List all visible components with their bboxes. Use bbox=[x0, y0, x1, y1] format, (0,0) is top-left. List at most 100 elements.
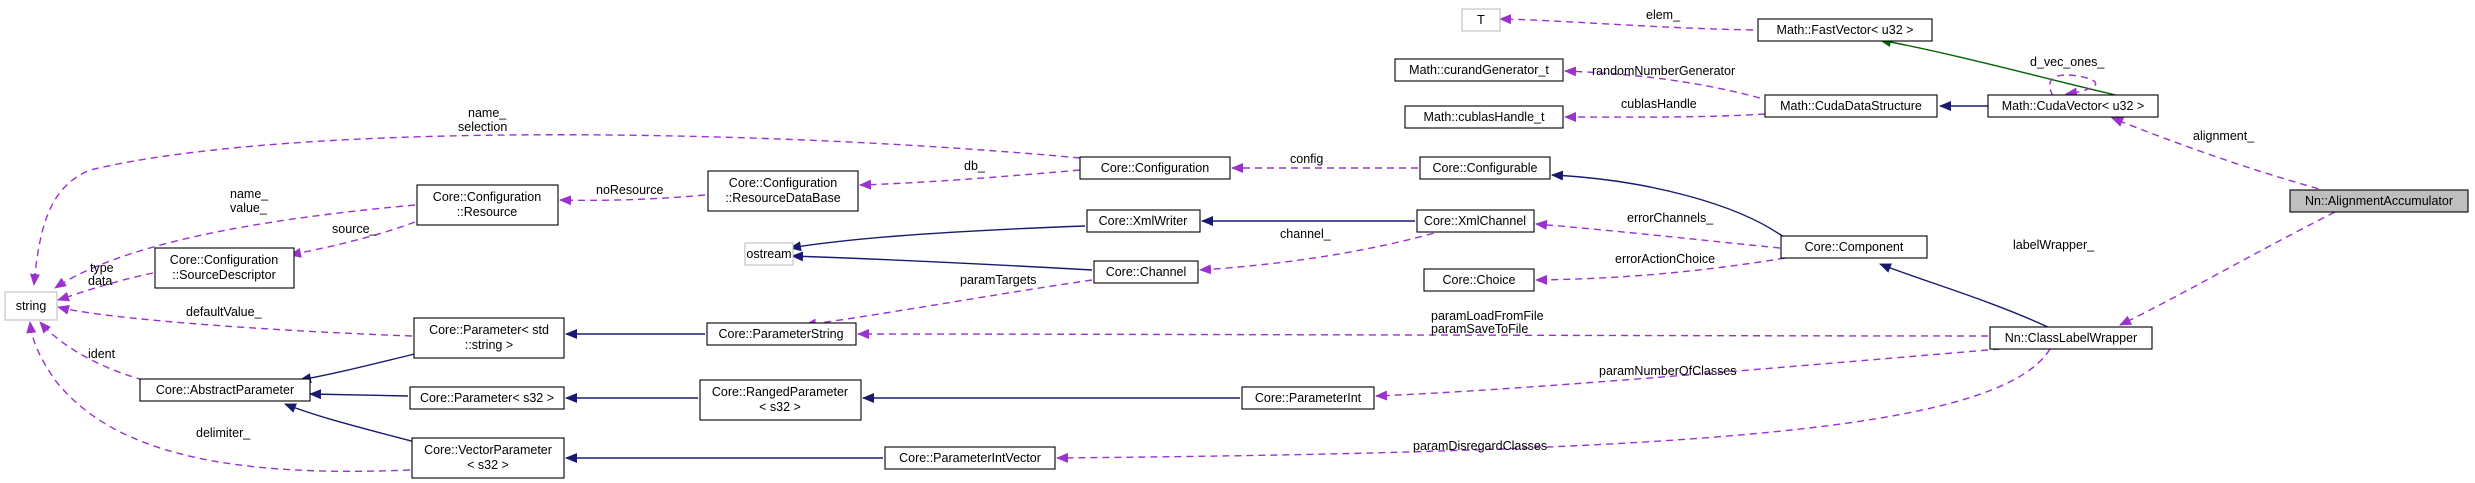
svg-text:Nn::AlignmentAccumulator: Nn::AlignmentAccumulator bbox=[2305, 194, 2453, 208]
edge-alignacc-cudavector bbox=[2111, 117, 2331, 193]
svg-text:Core::VectorParameter: Core::VectorParameter bbox=[424, 443, 552, 457]
node-xml-writer[interactable]: Core::XmlWriter bbox=[1086, 209, 1201, 233]
svg-text:Core::Choice: Core::Choice bbox=[1443, 273, 1516, 287]
node-parameter-s32[interactable]: Core::Parameter< s32 > bbox=[409, 386, 565, 410]
svg-text:Core::XmlChannel: Core::XmlChannel bbox=[1424, 214, 1526, 228]
label-name-selection-2: selection bbox=[458, 120, 507, 134]
node-vector-parameter[interactable]: Core::VectorParameter < s32 > bbox=[411, 437, 565, 479]
node-parameter-string[interactable]: Core::ParameterString bbox=[706, 322, 857, 346]
edge-fastvector-elem bbox=[1499, 14, 1754, 31]
node-alignment-accumulator[interactable]: Nn::AlignmentAccumulator bbox=[2289, 189, 2469, 213]
label-default-value: defaultValue_ bbox=[186, 305, 263, 319]
edge-configuration-resdb bbox=[859, 169, 1081, 190]
edge-classlabel-paramintvector bbox=[1056, 348, 2051, 463]
edge-cudavector-fastvector bbox=[1879, 37, 2121, 97]
edge-resource-srcdesc bbox=[289, 221, 416, 258]
svg-text:Core::Configuration: Core::Configuration bbox=[433, 190, 541, 204]
node-configuration[interactable]: Core::Configuration bbox=[1079, 156, 1231, 180]
edge-classlabel-paramint bbox=[1375, 348, 2001, 401]
label-label-wrapper: labelWrapper_ bbox=[2013, 238, 2095, 252]
label-type-data-1: type bbox=[90, 261, 114, 275]
node-class-label-wrapper[interactable]: Nn::ClassLabelWrapper bbox=[1989, 326, 2153, 350]
node-curand-generator[interactable]: Math::curandGenerator_t bbox=[1394, 58, 1564, 82]
svg-text:Core::Configurable: Core::Configurable bbox=[1433, 161, 1538, 175]
svg-text:::string >: ::string > bbox=[465, 338, 513, 352]
svg-text:::ResourceDataBase: ::ResourceDataBase bbox=[725, 191, 840, 205]
label-cublas-handle: cublasHandle bbox=[1621, 97, 1697, 111]
label-error-channels: errorChannels_ bbox=[1627, 211, 1714, 225]
node-cuda-vector[interactable]: Math::CudaVector< u32 > bbox=[1987, 94, 2159, 118]
svg-text:Core::AbstractParameter: Core::AbstractParameter bbox=[156, 383, 294, 397]
node-cublas-handle[interactable]: Math::cublasHandle_t bbox=[1404, 105, 1564, 129]
svg-text:T: T bbox=[1477, 13, 1485, 27]
edge-params32-abstractparam bbox=[309, 389, 409, 400]
node-configurable[interactable]: Core::Configurable bbox=[1419, 156, 1551, 180]
svg-text:Math::FastVector< u32 >: Math::FastVector< u32 > bbox=[1777, 23, 1914, 37]
label-type-data-2: data bbox=[88, 274, 112, 288]
edge-abstractparam-string bbox=[39, 321, 156, 384]
svg-text:Core::Configuration: Core::Configuration bbox=[1101, 161, 1209, 175]
label-param-disregard-classes: paramDisregardClasses bbox=[1413, 439, 1547, 453]
label-param-number-of-classes: paramNumberOfClasses bbox=[1599, 364, 1737, 378]
edge-vectorparam-abstractparam bbox=[284, 403, 431, 447]
label-name-selection-1: name_ bbox=[468, 106, 507, 120]
edge-alignacc-classlabel bbox=[2119, 211, 2336, 326]
label-delimiter: delimiter_ bbox=[196, 426, 251, 440]
edge-component-configurable bbox=[1551, 170, 1786, 239]
node-component[interactable]: Core::Component bbox=[1780, 235, 1928, 259]
svg-text:Core::Configuration: Core::Configuration bbox=[729, 176, 837, 190]
node-string[interactable]: string bbox=[4, 291, 58, 321]
node-abstract-parameter[interactable]: Core::AbstractParameter bbox=[139, 378, 311, 402]
svg-text:::SourceDescriptor: ::SourceDescriptor bbox=[172, 268, 276, 282]
svg-text:Core::ParameterIntVector: Core::ParameterIntVector bbox=[899, 451, 1041, 465]
label-error-action-choice: errorActionChoice bbox=[1615, 252, 1715, 266]
node-configuration-resource[interactable]: Core::Configuration ::Resource bbox=[416, 184, 559, 226]
svg-text:string: string bbox=[16, 299, 47, 313]
edge-xmlchannel-channel bbox=[1199, 229, 1446, 275]
svg-text:Core::XmlWriter: Core::XmlWriter bbox=[1099, 214, 1188, 228]
node-fastvector[interactable]: Math::FastVector< u32 > bbox=[1757, 18, 1933, 42]
edge-paramstdstring-string bbox=[57, 304, 413, 337]
svg-text:Core::RangedParameter: Core::RangedParameter bbox=[712, 385, 848, 399]
label-random-number-generator: randomNumberGenerator bbox=[1592, 64, 1735, 78]
svg-text:Core::Parameter< s32 >: Core::Parameter< s32 > bbox=[420, 391, 554, 405]
label-name-value-1: name_ bbox=[230, 187, 269, 201]
node-xml-channel[interactable]: Core::XmlChannel bbox=[1416, 209, 1535, 233]
edge-channel-ostream bbox=[791, 251, 1093, 271]
node-parameter-int-vector[interactable]: Core::ParameterIntVector bbox=[884, 446, 1056, 470]
svg-text:Core::ParameterInt: Core::ParameterInt bbox=[1255, 391, 1362, 405]
label-db: db_ bbox=[964, 159, 986, 173]
svg-text:ostream: ostream bbox=[746, 247, 791, 261]
svg-text:Core::Parameter< std: Core::Parameter< std bbox=[429, 323, 549, 337]
node-configuration-source-descriptor[interactable]: Core::Configuration ::SourceDescriptor bbox=[154, 247, 295, 289]
node-t[interactable]: T bbox=[1461, 8, 1501, 32]
label-channel: channel_ bbox=[1280, 227, 1332, 241]
edge-cudadata-cublas bbox=[1564, 112, 1766, 123]
label-ident: ident bbox=[88, 347, 116, 361]
node-channel[interactable]: Core::Channel bbox=[1093, 260, 1199, 284]
svg-text:Math::CudaVector< u32 >: Math::CudaVector< u32 > bbox=[2002, 99, 2144, 113]
svg-text:Math::cublasHandle_t: Math::cublasHandle_t bbox=[1424, 110, 1545, 124]
label-param-targets: paramTargets bbox=[960, 273, 1036, 287]
label-elem: elem_ bbox=[1646, 8, 1681, 22]
edge-channel-paramstring bbox=[804, 279, 1093, 329]
edge-cudadata-curand bbox=[1564, 66, 1761, 99]
edge-component-choice bbox=[1535, 257, 1786, 285]
node-cuda-data-structure[interactable]: Math::CudaDataStructure bbox=[1764, 94, 1938, 118]
edge-resource-string bbox=[54, 204, 416, 289]
edge-component-xmlchannel bbox=[1535, 219, 1781, 249]
label-source: source_ bbox=[332, 222, 378, 236]
node-configuration-resource-database[interactable]: Core::Configuration ::ResourceDataBase bbox=[707, 170, 859, 212]
svg-text:Nn::ClassLabelWrapper: Nn::ClassLabelWrapper bbox=[2005, 331, 2137, 345]
svg-text:< s32 >: < s32 > bbox=[467, 458, 509, 472]
edge-srcdesc-string bbox=[57, 272, 154, 302]
node-parameter-std-string[interactable]: Core::Parameter< std ::string > bbox=[413, 317, 565, 359]
edge-xmlwriter-ostream bbox=[789, 225, 1086, 252]
node-choice[interactable]: Core::Choice bbox=[1423, 268, 1535, 292]
svg-text:< s32 >: < s32 > bbox=[759, 400, 801, 414]
svg-text:::Resource: ::Resource bbox=[457, 205, 517, 219]
svg-text:Core::Configuration: Core::Configuration bbox=[170, 253, 278, 267]
node-ostream[interactable]: ostream bbox=[744, 242, 794, 266]
node-ranged-parameter[interactable]: Core::RangedParameter < s32 > bbox=[699, 379, 862, 421]
node-parameter-int[interactable]: Core::ParameterInt bbox=[1241, 386, 1375, 410]
